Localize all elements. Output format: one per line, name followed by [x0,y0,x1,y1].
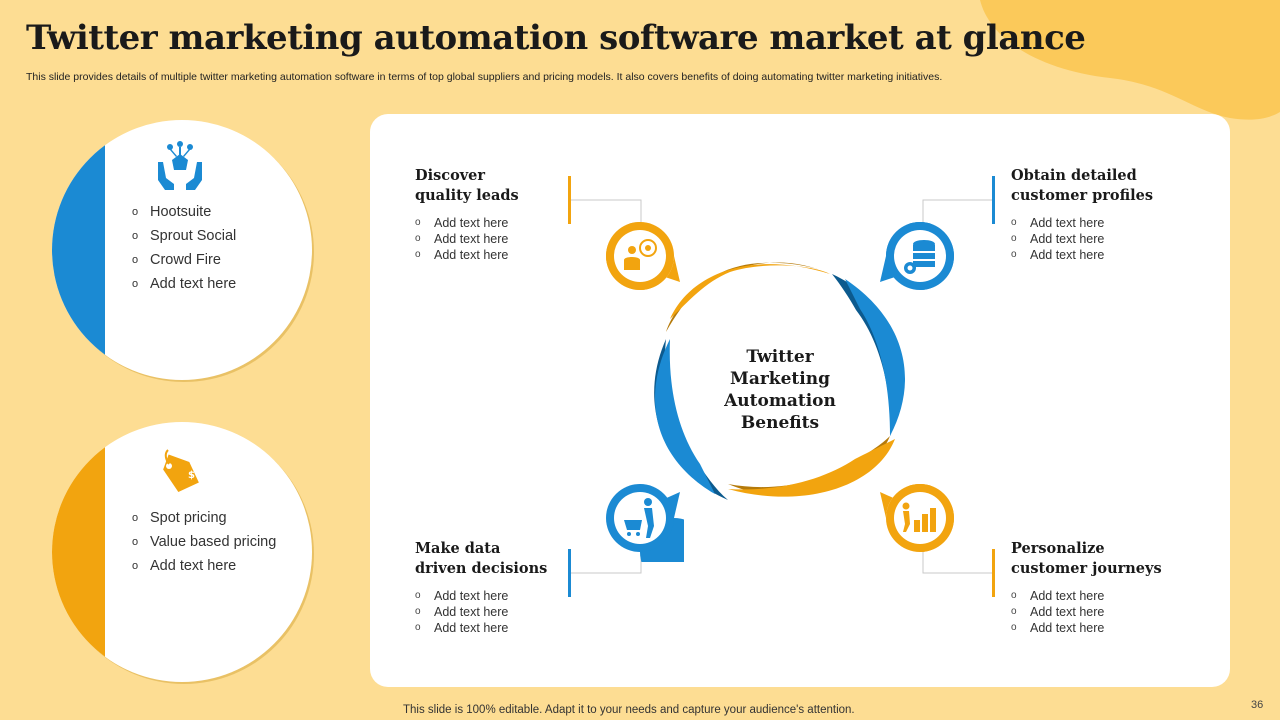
benefit-title-line1: Discover [415,167,486,184]
benefits-panel: Twitter Marketing Automation Benefits Di… [370,114,1230,687]
benefits-cycle-diagram [568,176,995,597]
price-tag-icon: $ [163,449,199,493]
list-item: Add text here [415,231,615,247]
list-item: Spot pricing [132,510,280,527]
benefit-title-line2: customer profiles [1011,187,1154,204]
lead-target-icon [606,222,680,290]
list-item: Add text here [1011,620,1211,636]
page-number: 36 [1251,699,1264,711]
list-item: Add text here [132,558,280,575]
list-item: Sprout Social [132,228,280,245]
decorative-blob [980,0,1280,120]
list-item: Add text here [1011,215,1211,231]
benefit-data-decisions: Make data driven decisions Add text here… [415,539,615,636]
benefit-discover-leads: Discover quality leads Add text here Add… [415,166,615,263]
accent-bar-1 [568,176,571,224]
center-title-line2: Marketing [730,369,830,389]
suppliers-card: Top Global Suppliers Hootsuite Sprout So… [50,118,314,382]
benefit-list: Add text here Add text here Add text her… [1011,215,1211,263]
list-item: Add text here [132,276,280,293]
benefit-title: Discover quality leads [415,166,615,206]
accent-bar-2 [992,176,995,224]
pricing-label-line1: Top [108,536,125,568]
list-item: Add text here [415,588,615,604]
benefit-title-line1: Personalize [1011,540,1105,557]
accent-bar-4 [992,549,995,597]
list-item: Add text here [1011,604,1211,620]
benefit-customer-profiles: Obtain detailed customer profiles Add te… [1011,166,1211,263]
pricing-card: Top Pricing models $ Spot pricing Value … [50,420,314,684]
list-item: Crowd Fire [132,252,280,269]
list-item: Add text here [415,215,615,231]
list-item: Hootsuite [132,204,280,221]
hands-share-icon [158,141,202,190]
list-item: Value based pricing [132,534,280,551]
pricing-list: Spot pricing Value based pricing Add tex… [132,510,280,582]
slide-subtitle: This slide provides details of multiple … [26,71,943,83]
benefit-title: Obtain detailed customer profiles [1011,166,1211,206]
suppliers-label-line1: Top [108,234,125,266]
benefit-title-line2: quality leads [415,187,519,204]
growth-steps-icon [880,484,954,552]
slide-title: Twitter marketing automation software ma… [26,18,1086,58]
benefit-list: Add text here Add text here Add text her… [415,588,615,636]
list-item: Add text here [415,604,615,620]
benefit-list: Add text here Add text here Add text her… [415,215,615,263]
benefit-title-line2: customer journeys [1011,560,1162,577]
center-title: Twitter Marketing Automation Benefits [700,346,860,434]
list-item: Add text here [415,247,615,263]
benefit-title-line1: Make data [415,540,501,557]
svg-text:$: $ [188,470,195,481]
pricing-card-shape [52,422,314,684]
person-cart-icon [606,484,684,562]
accent-bar-3 [568,549,571,597]
benefit-list: Add text here Add text here Add text her… [1011,588,1211,636]
benefit-title-line1: Obtain detailed [1011,167,1137,184]
list-item: Add text here [415,620,615,636]
suppliers-list: Hootsuite Sprout Social Crowd Fire Add t… [132,204,280,300]
benefit-title: Personalize customer journeys [1011,539,1211,579]
ring-segments [654,262,905,500]
center-title-line1: Twitter [746,347,814,367]
database-gear-icon [880,222,954,290]
benefit-title: Make data driven decisions [415,539,615,579]
slide-footer: This slide is 100% editable. Adapt it to… [403,704,855,716]
center-title-line4: Benefits [740,413,820,433]
center-title-line3: Automation [724,391,836,411]
benefit-customer-journeys: Personalize customer journeys Add text h… [1011,539,1211,636]
list-item: Add text here [1011,231,1211,247]
list-item: Add text here [1011,247,1211,263]
benefit-title-line2: driven decisions [415,560,548,577]
list-item: Add text here [1011,588,1211,604]
